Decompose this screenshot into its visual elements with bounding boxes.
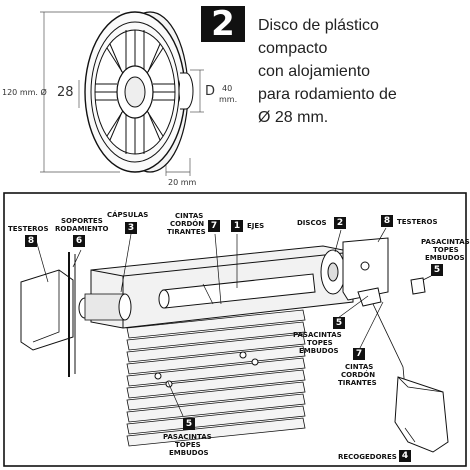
capsulas-label: CÁPSULAS [107, 211, 149, 219]
testeros-right-badge: 8 [381, 215, 393, 227]
disc-drawing [40, 11, 204, 176]
cintas-badge: 7 [208, 220, 220, 232]
assembly-drawing [3, 192, 467, 467]
assembly-panel: TESTEROS 8 SOPORTES RODAMIENTO 6 CÁPSULA… [3, 192, 470, 467]
depth-unit-label: mm. [219, 95, 238, 104]
pasacintas-bottom-line1: PASACINTAS [163, 433, 212, 441]
description-line: Ø 28 mm. [258, 109, 329, 126]
cintas-right-line3: TIRANTES [338, 379, 377, 387]
depth-letter-label: D [205, 84, 216, 99]
testeros-left-badge: 8 [25, 235, 37, 247]
outer-diameter-label: 120 mm. Ø [2, 88, 47, 97]
description-line: compacto [258, 40, 328, 57]
description-line: con alojamiento [258, 63, 371, 80]
bearing-size-label: 28 [57, 85, 74, 100]
testeros-left-label: TESTEROS [8, 225, 49, 233]
panel-number-badge: 2 [201, 6, 245, 42]
cintas-label-line3: TIRANTES [167, 228, 206, 236]
discos-badge: 2 [334, 217, 346, 229]
recogedores-badge: 4 [399, 450, 411, 462]
pasacintas-right-line1: PASACINTAS [421, 238, 470, 246]
pasacintas-right-line2: TOPES [433, 246, 459, 254]
pasacintas-bottom-badge: 5 [183, 418, 195, 430]
cintas-right-badge: 7 [353, 348, 365, 360]
ejes-badge: 1 [231, 220, 243, 232]
pasacintas-right-badge: 5 [431, 264, 443, 276]
pasacintas-bottom-line2: TOPES [175, 441, 201, 449]
pasacintas-bottom-line3: EMBUDOS [169, 449, 209, 457]
cintas-right-line2: CORDÓN [341, 371, 376, 379]
pasacintas-right-line3: EMBUDOS [425, 254, 465, 262]
rodamiento-label: RODAMIENTO [55, 225, 109, 233]
soportes-badge: 6 [73, 235, 85, 247]
soportes-label: SOPORTES [61, 217, 103, 225]
pasacintas-mid-line1: PASACINTAS [293, 331, 342, 339]
recogedores-label: RECOGEDORES [338, 453, 397, 461]
testeros-right-label: TESTEROS [397, 218, 438, 226]
discos-label: DISCOS [297, 219, 327, 227]
ejes-label: EJES [247, 222, 265, 230]
depth-value-label: 40 [222, 84, 233, 93]
disc-description: Disco de plástico compacto con alojamien… [258, 14, 463, 129]
capsulas-badge: 3 [125, 222, 137, 234]
cintas-right-line1: CINTAS [345, 363, 374, 371]
cintas-label-line1: CINTAS [175, 212, 204, 220]
pasacintas-mid-badge: 5 [333, 317, 345, 329]
disc-detail-panel: 120 mm. Ø 28 D 40 mm. 20 mm 2 Disco de p… [0, 0, 470, 195]
pasacintas-mid-line2: TOPES [307, 339, 333, 347]
description-line: para rodamiento de [258, 86, 397, 103]
description-line: Disco de plástico [258, 17, 379, 34]
cintas-label-line2: CORDÓN [170, 220, 205, 228]
pasacintas-mid-line3: EMBUDOS [299, 347, 339, 355]
width-label: 20 mm [168, 178, 197, 187]
